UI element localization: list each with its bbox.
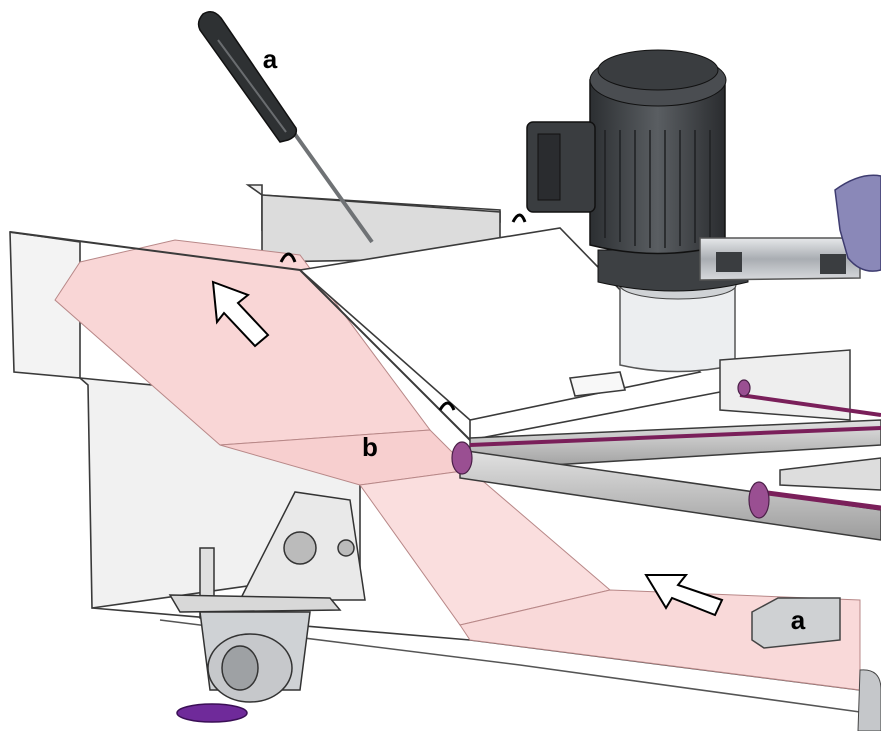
bottom-right-pipe [857, 669, 881, 731]
outlet-pipe [699, 174, 881, 281]
lid-handle-1 [279, 252, 297, 263]
chute [54, 239, 861, 691]
arrow-up-left-icon [644, 574, 724, 617]
screwdriver [197, 11, 374, 244]
label-a-drain: a [791, 605, 806, 635]
caster-assembly [168, 491, 366, 723]
lid-tab [568, 371, 627, 397]
lid-handle-2 [511, 213, 527, 223]
motor-terminal-box [526, 121, 596, 213]
screwdriver-handle [197, 11, 298, 143]
clamp-middle [748, 481, 770, 519]
lid-handle-4 [438, 401, 456, 411]
label-a-screwdriver: a [263, 44, 278, 74]
arrow-up-left-icon [211, 280, 270, 348]
pump-motor [526, 49, 749, 373]
clamp-top [737, 379, 751, 397]
screwdriver-shaft [290, 128, 374, 244]
right-housing [459, 349, 881, 541]
lid-left-edge [9, 231, 471, 441]
clamp-left [451, 441, 473, 475]
label-b-chute: b [362, 432, 378, 462]
caster-foot [176, 703, 248, 723]
rail-clamps [451, 379, 770, 519]
label-a-callout-box: a [751, 597, 841, 649]
